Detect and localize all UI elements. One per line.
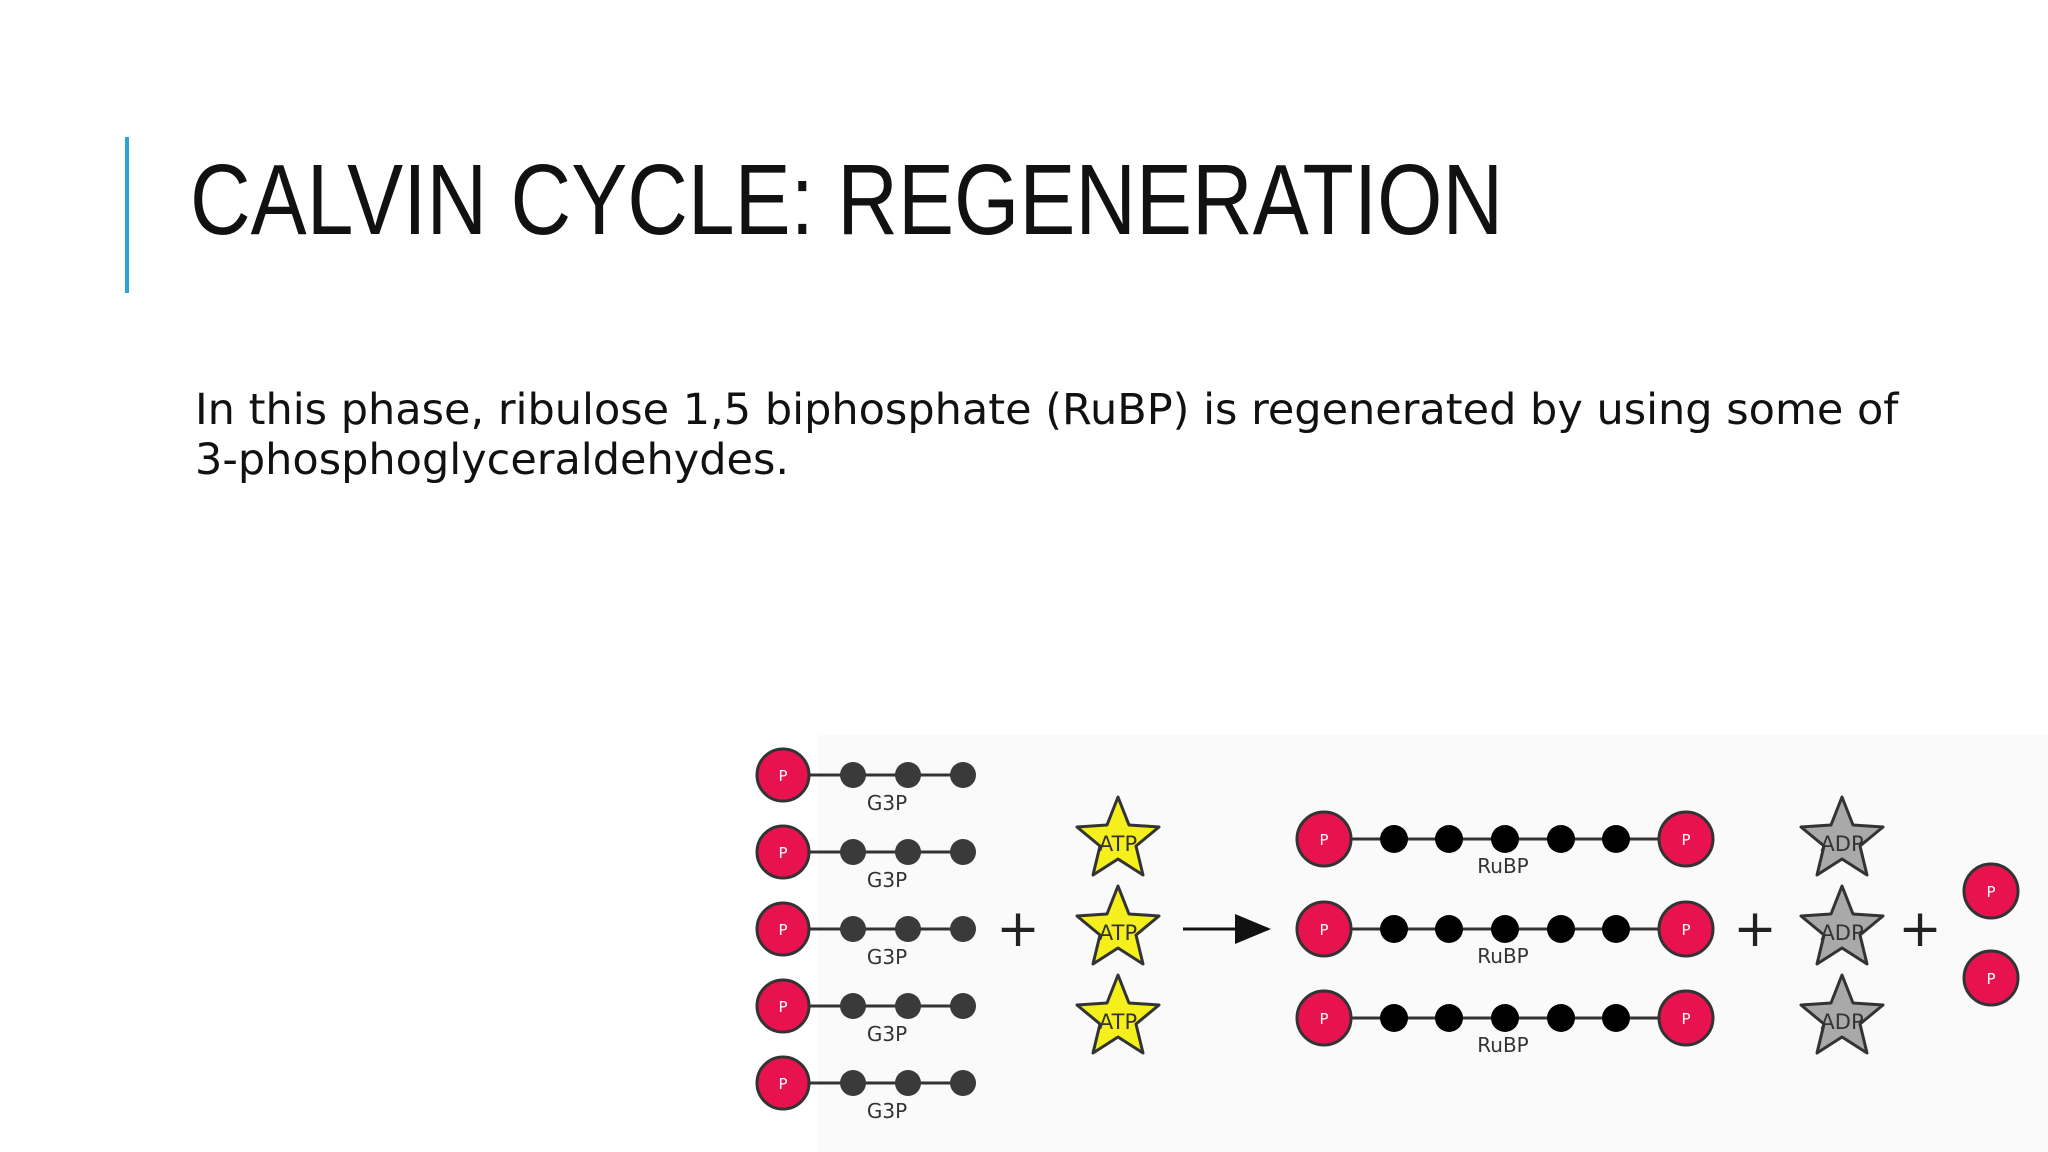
rubp-label: RuBP	[1477, 944, 1528, 968]
carbon-atom	[950, 993, 976, 1019]
carbon-atom	[840, 762, 866, 788]
phosphate-label: P	[1319, 1010, 1328, 1028]
carbon-atom	[895, 916, 921, 942]
atp-star: ATP	[1075, 973, 1161, 1055]
phosphate-label: P	[778, 1075, 787, 1093]
phosphate-label: P	[778, 921, 787, 939]
phosphate-label: P	[1319, 831, 1328, 849]
g3p-molecule: P G3P	[755, 1055, 976, 1123]
carbon-atom	[1602, 915, 1630, 943]
g3p-label: G3P	[867, 945, 907, 969]
carbon-atom	[1547, 915, 1575, 943]
carbon-atom	[950, 839, 976, 865]
carbon-atom	[895, 1070, 921, 1096]
phosphate-label: P	[1986, 883, 1995, 901]
phosphate-group	[755, 747, 811, 803]
phosphate-label: P	[1986, 970, 1995, 988]
phosphate-group	[755, 901, 811, 957]
slide-body-text: In this phase, ribulose 1,5 biphosphate …	[195, 385, 1899, 485]
g3p-label: G3P	[867, 791, 907, 815]
carbon-atom	[1435, 915, 1463, 943]
rubp-molecule: P P RuBP	[1295, 900, 1715, 968]
phosphate-group	[1295, 989, 1353, 1047]
atp-star: ATP	[1075, 884, 1161, 966]
slide-title: CALVIN CYCLE: REGENERATION	[190, 144, 1504, 256]
carbon-atom	[840, 916, 866, 942]
g3p-molecule: P G3P	[755, 747, 976, 815]
phosphate-label: P	[1681, 831, 1690, 849]
free-phosphate: P	[1962, 949, 2020, 1007]
carbon-atom	[950, 916, 976, 942]
phosphate-group	[755, 978, 811, 1034]
g3p-molecule: P G3P	[755, 824, 976, 892]
carbon-atom	[1435, 1004, 1463, 1032]
carbon-atom	[840, 839, 866, 865]
phosphate-group	[755, 824, 811, 880]
carbon-atom	[1491, 1004, 1519, 1032]
carbon-atom	[1380, 915, 1408, 943]
atp-label: ATP	[1099, 1010, 1137, 1034]
phosphate-group	[1295, 810, 1353, 868]
carbon-atom	[895, 839, 921, 865]
carbon-atom	[1491, 825, 1519, 853]
rubp-label: RuBP	[1477, 854, 1528, 878]
carbon-atom	[1547, 1004, 1575, 1032]
carbon-atom	[950, 762, 976, 788]
plus-sign: +	[1898, 899, 1942, 959]
g3p-label: G3P	[867, 1022, 907, 1046]
atp-label: ATP	[1099, 832, 1137, 856]
carbon-atom	[840, 993, 866, 1019]
atp-star: ATP	[1075, 795, 1161, 877]
phosphate-group	[1657, 810, 1715, 868]
carbon-atom	[1380, 1004, 1408, 1032]
phosphate-group	[1657, 989, 1715, 1047]
plus-sign: +	[1733, 899, 1777, 959]
rubp-molecule: P P RuBP	[1295, 989, 1715, 1057]
phosphate-label: P	[1681, 921, 1690, 939]
carbon-atom	[895, 762, 921, 788]
g3p-molecule: P G3P	[755, 901, 976, 969]
rubp-label: RuBP	[1477, 1033, 1528, 1057]
phosphate-group	[755, 1055, 811, 1111]
g3p-label: G3P	[867, 1099, 907, 1123]
carbon-atom	[1602, 1004, 1630, 1032]
phosphate-group	[1657, 900, 1715, 958]
carbon-atom	[1602, 825, 1630, 853]
carbon-atom	[1380, 825, 1408, 853]
carbon-atom	[1491, 915, 1519, 943]
phosphate-group	[1295, 900, 1353, 958]
carbon-atom	[840, 1070, 866, 1096]
carbon-atom	[1435, 825, 1463, 853]
title-accent-bar	[125, 137, 129, 293]
atp-label: ATP	[1099, 921, 1137, 945]
phosphate-label: P	[1681, 1010, 1690, 1028]
phosphate-label: P	[778, 844, 787, 862]
carbon-atom	[950, 1070, 976, 1096]
phosphate-label: P	[1319, 921, 1328, 939]
adp-star: ADP	[1799, 795, 1885, 877]
adp-label: ADP	[1820, 832, 1863, 856]
g3p-molecule: P G3P	[755, 978, 976, 1046]
carbon-atom	[1547, 825, 1575, 853]
adp-label: ADP	[1820, 1010, 1863, 1034]
adp-star: ADP	[1799, 884, 1885, 966]
free-phosphate: P	[1962, 862, 2020, 920]
phosphate-label: P	[778, 767, 787, 785]
carbon-atom	[895, 993, 921, 1019]
g3p-label: G3P	[867, 868, 907, 892]
phosphate-label: P	[778, 998, 787, 1016]
adp-label: ADP	[1820, 921, 1863, 945]
rubp-molecule: P P RuBP	[1295, 810, 1715, 878]
adp-star: ADP	[1799, 973, 1885, 1055]
plus-sign: +	[996, 899, 1040, 959]
